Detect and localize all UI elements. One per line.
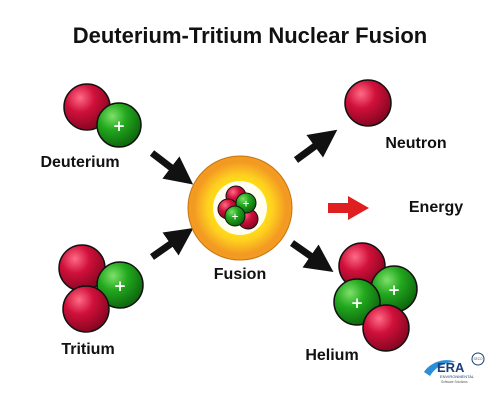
proton-charge-symbol: + [114,277,127,295]
helium-nucleus: + + [333,242,418,352]
proton-charge-symbol: + [351,294,364,312]
proton-particle [96,261,144,309]
arrow-fusion-to-helium [289,240,334,273]
logo-badge: SECO [473,357,483,361]
deuterium-label: Deuterium [40,154,119,171]
helium-label: Helium [305,347,358,364]
neutron-particle [62,285,110,333]
fusion-core: + + [187,155,293,261]
neutron-label: Neutron [385,135,446,152]
neutron-particle [362,304,410,352]
proton-particle [224,205,246,227]
proton-charge-symbol: + [113,117,126,135]
tritium-label: Tritium [61,341,114,358]
tritium-nucleus: + [58,244,144,333]
deuterium-nucleus: + [63,83,142,148]
proton-particle [96,102,142,148]
fusion-label: Fusion [214,266,266,283]
era-logo: ERA SECO ENVIRONMENTAL Software Solution… [424,352,485,384]
logo-swoosh-icon [424,360,456,376]
arrow-fusion-to-neutron [293,129,338,163]
arrow-deuterium-to-fusion [149,150,194,185]
proton-charge-symbol: + [242,200,250,210]
proton-charge-symbol: + [388,281,401,299]
neutron-particle [344,79,392,127]
energy-label: Energy [409,199,463,216]
logo-name: ERA [437,360,465,375]
logo-tagline: Software Solutions [441,380,468,384]
arrow-tritium-to-fusion [149,227,194,260]
proton-charge-symbol: + [231,213,239,223]
page-title: Deuterium-Tritium Nuclear Fusion [73,23,428,48]
logo-badge-icon [471,352,485,366]
logo-subtitle: ENVIRONMENTAL [440,374,475,379]
energy-arrow [328,196,369,220]
